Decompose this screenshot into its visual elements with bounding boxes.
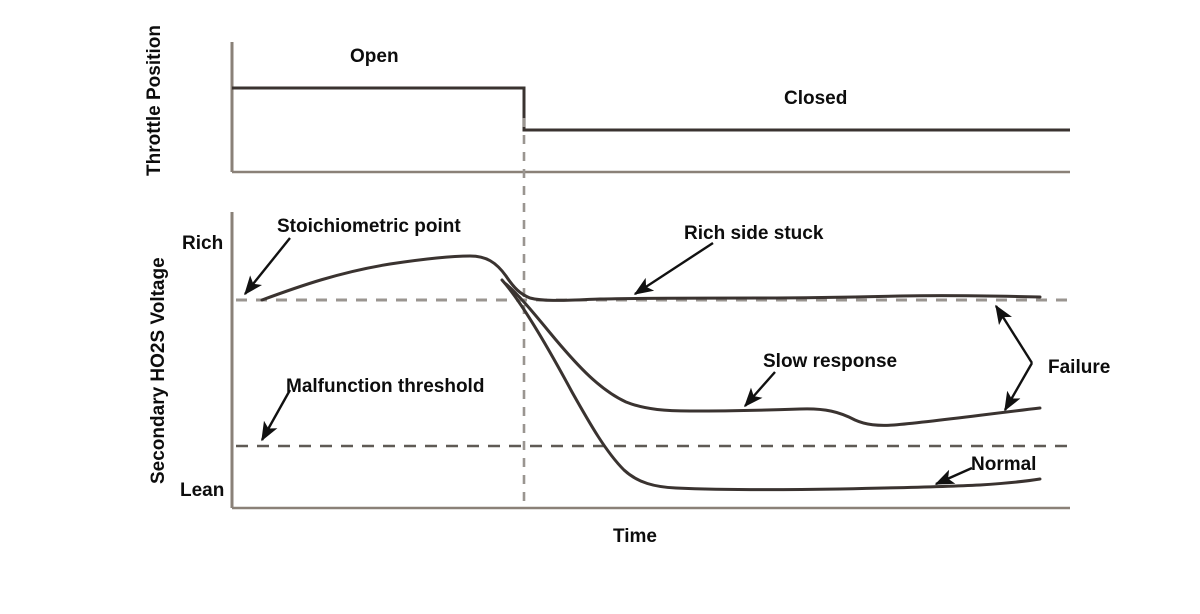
ho2s-panel	[230, 212, 1070, 510]
annotation-failure: Failure	[1048, 357, 1110, 378]
annotation-malfunction-threshold: Malfunction threshold	[286, 376, 484, 397]
annotation-stoichiometric-point: Stoichiometric point	[277, 216, 461, 237]
throttle-panel	[230, 42, 1070, 174]
ho2s-voltage-axis-label: Secondary HO2S Voltage	[148, 257, 169, 484]
failure-arrow-lower	[1003, 362, 1034, 412]
annotation-normal: Normal	[971, 454, 1036, 475]
ytick-rich-label: Rich	[182, 233, 223, 254]
throttle-position-axis-label: Throttle Position	[144, 25, 165, 176]
throttle-state-closed-label: Closed	[784, 88, 847, 109]
malfunction-threshold-arrow	[260, 389, 292, 442]
annotation-rich-side-stuck: Rich side stuck	[684, 223, 824, 244]
curve-slow-response	[504, 282, 1042, 427]
time-axis-label: Time	[613, 526, 657, 547]
normal-arrow	[934, 466, 973, 486]
stoichiometric-point-arrow	[244, 237, 291, 296]
slow-response-arrow	[744, 371, 776, 408]
throttle-state-open-label: Open	[350, 46, 399, 67]
curve-rich-side-stuck	[260, 254, 1042, 302]
failure-arrow-upper	[994, 304, 1034, 364]
ytick-lean-label: Lean	[180, 480, 224, 501]
annotation-slow-response: Slow response	[763, 351, 897, 372]
curve-normal	[500, 278, 1042, 492]
throttle-step-trace	[232, 86, 1070, 132]
rich-side-stuck-arrow	[633, 241, 714, 296]
